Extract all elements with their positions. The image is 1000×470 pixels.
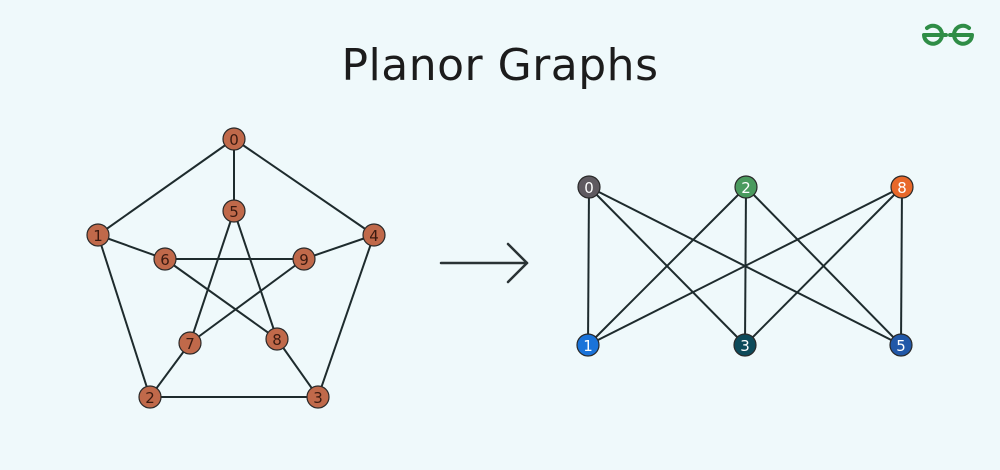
right-edge-2-1 — [587, 186, 747, 346]
node-label: 2 — [741, 179, 751, 197]
node-circle — [153, 247, 177, 271]
node-label: 6 — [160, 251, 170, 269]
right-node-2: 2 — [734, 175, 758, 199]
node-label: 2 — [145, 389, 155, 407]
node-circle — [577, 175, 601, 199]
left-node-7: 7 — [178, 331, 202, 355]
left-edge-1-2 — [97, 234, 151, 398]
node-circle — [362, 223, 386, 247]
right-graph-edges — [587, 186, 903, 346]
left-node-6: 6 — [153, 247, 177, 271]
left-node-0: 0 — [222, 127, 246, 151]
left-edge-3-4 — [317, 234, 375, 398]
node-label: 0 — [229, 131, 239, 149]
right-node-5: 5 — [889, 333, 913, 357]
node-label: 1 — [583, 337, 593, 355]
right-node-3: 3 — [733, 333, 757, 357]
right-edge-8-3 — [744, 186, 903, 346]
geeksforgeeks-logo — [922, 23, 974, 46]
node-label: 4 — [369, 227, 379, 245]
right-node-0: 0 — [577, 175, 601, 199]
left-node-9: 9 — [292, 247, 316, 271]
node-label: 3 — [740, 337, 750, 355]
node-label: 5 — [896, 337, 906, 355]
left-edge-5-7 — [189, 210, 235, 344]
right-graph-nodes: 0 2 8 1 3 5 — [576, 175, 914, 357]
left-edge-0-4 — [233, 138, 375, 236]
node-circle — [222, 127, 246, 151]
right-edge-8-5 — [900, 186, 903, 346]
node-label: 1 — [93, 227, 103, 245]
node-circle — [178, 331, 202, 355]
left-edge-5-8 — [233, 210, 278, 340]
left-edge-6-8 — [164, 258, 278, 340]
arrow-right-icon — [439, 242, 529, 284]
node-circle — [86, 223, 110, 247]
left-node-8: 8 — [265, 327, 289, 351]
left-edge-4-9 — [303, 234, 375, 260]
node-label: 5 — [229, 203, 239, 221]
left-node-4: 4 — [362, 223, 386, 247]
node-circle — [733, 333, 757, 357]
node-circle — [576, 333, 600, 357]
node-label: 0 — [584, 179, 594, 197]
page-title: Planor Graphs — [341, 40, 659, 91]
node-label: 3 — [313, 389, 323, 407]
right-edge-8-1 — [587, 186, 903, 346]
node-circle — [292, 247, 316, 271]
left-graph-edges — [97, 138, 375, 398]
left-node-3: 3 — [306, 385, 330, 409]
node-circle — [889, 333, 913, 357]
left-graph-nodes: 0 1 2 3 4 5 6 7 8 9 — [86, 127, 386, 409]
right-node-1: 1 — [576, 333, 600, 357]
node-circle — [138, 385, 162, 409]
node-label: 8 — [272, 331, 282, 349]
node-circle — [306, 385, 330, 409]
right-node-8: 8 — [890, 175, 914, 199]
left-edge-0-1 — [97, 138, 235, 236]
right-edge-0-1 — [587, 186, 590, 346]
left-edge-3-8 — [276, 338, 319, 398]
left-node-1: 1 — [86, 223, 110, 247]
left-node-5: 5 — [222, 199, 246, 223]
node-label: 7 — [185, 335, 195, 353]
node-label: 8 — [897, 179, 907, 197]
node-circle — [734, 175, 758, 199]
left-edge-1-6 — [97, 234, 166, 260]
node-circle — [890, 175, 914, 199]
left-node-2: 2 — [138, 385, 162, 409]
node-circle — [222, 199, 246, 223]
left-edge-7-9 — [189, 258, 305, 344]
node-label: 9 — [299, 251, 309, 269]
node-circle — [265, 327, 289, 351]
